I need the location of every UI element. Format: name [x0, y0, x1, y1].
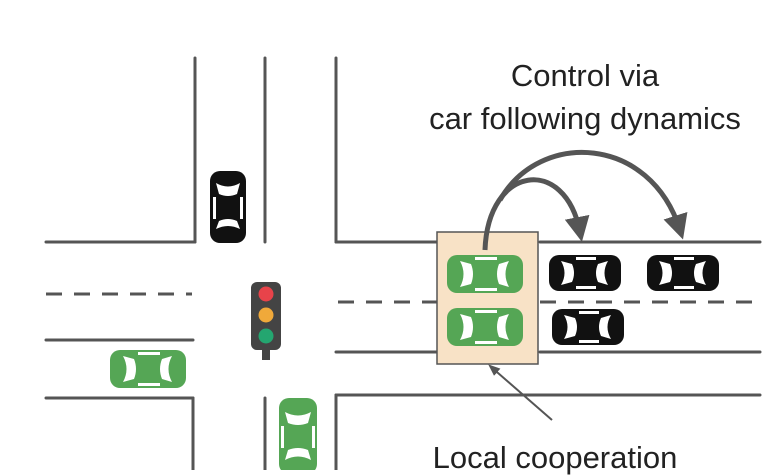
local-cooperation-label: Local cooperation — [432, 440, 678, 475]
control-label-line1: Control via — [510, 58, 660, 93]
car-icon-green-lower-lane — [447, 308, 523, 346]
car-icon-black-lower-lane — [552, 309, 624, 345]
control-label-line2: car following dynamics — [429, 101, 741, 136]
control-arrow-far — [497, 149, 688, 240]
traffic-light-icon — [251, 282, 281, 360]
car-icon-green-westbound — [110, 350, 186, 388]
car-icon-green-upper-lane — [447, 255, 523, 293]
car-icon-green-southbound — [279, 398, 317, 470]
local-cooperation-pointer — [488, 364, 553, 421]
road-edges — [44, 56, 762, 470]
lane-dividers — [46, 292, 760, 304]
car-icon-black-northbound — [210, 171, 246, 243]
car-icon-black-follower-1 — [549, 255, 621, 291]
control-arrow-near — [482, 177, 590, 251]
car-icon-black-follower-2 — [647, 255, 719, 291]
